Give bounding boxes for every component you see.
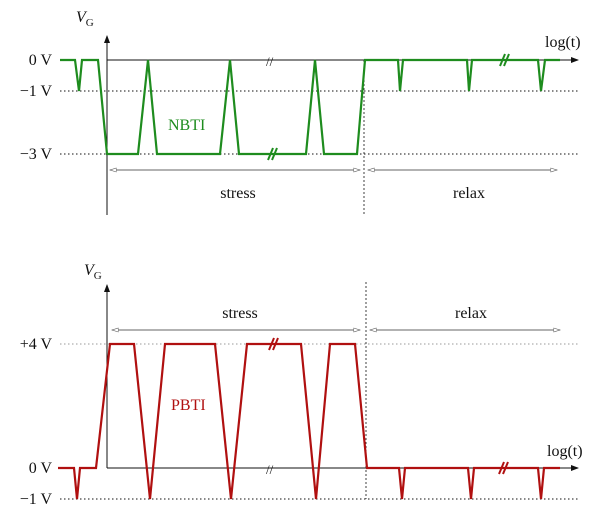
axis-break-mark: //	[266, 54, 274, 69]
pbti-panel: // +4 V 0 V −1 V VG log(t) PBTI stress r…	[20, 262, 583, 508]
green-break-mark	[499, 53, 510, 67]
axis-break-mark: //	[266, 462, 274, 477]
level-minus3v: −3 V	[20, 146, 53, 163]
red-break-mark	[268, 337, 279, 351]
y-axis-label-sub: G	[86, 17, 94, 29]
relax-label: relax	[455, 305, 487, 322]
red-break-mark	[498, 461, 509, 475]
level-plus4v: +4 V	[20, 336, 53, 353]
nbti-label: NBTI	[168, 117, 205, 134]
pbti-label: PBTI	[171, 397, 206, 414]
y-axis-label-main: V	[84, 262, 96, 279]
y-axis-label: VG	[84, 262, 102, 282]
x-axis-label: log(t)	[545, 34, 581, 51]
x-axis-label: log(t)	[547, 443, 583, 460]
y-axis-label: VG	[76, 9, 94, 29]
stress-label: stress	[222, 305, 258, 322]
level-minus1v: −1 V	[20, 491, 53, 508]
pbti-waveform	[58, 342, 560, 500]
level-minus1v: −1 V	[20, 83, 53, 100]
green-break-mark	[267, 147, 278, 161]
y-axis-label-sub: G	[94, 270, 102, 282]
y-axis-label-main: V	[76, 9, 88, 26]
relax-label: relax	[453, 185, 485, 202]
nbti-panel: // 0 V −1 V −3 V VG log(t) NBTI stress r…	[20, 9, 581, 215]
level-0v: 0 V	[29, 52, 53, 69]
nbti-waveform	[60, 58, 560, 156]
stress-label: stress	[220, 185, 256, 202]
level-0v: 0 V	[29, 460, 53, 477]
